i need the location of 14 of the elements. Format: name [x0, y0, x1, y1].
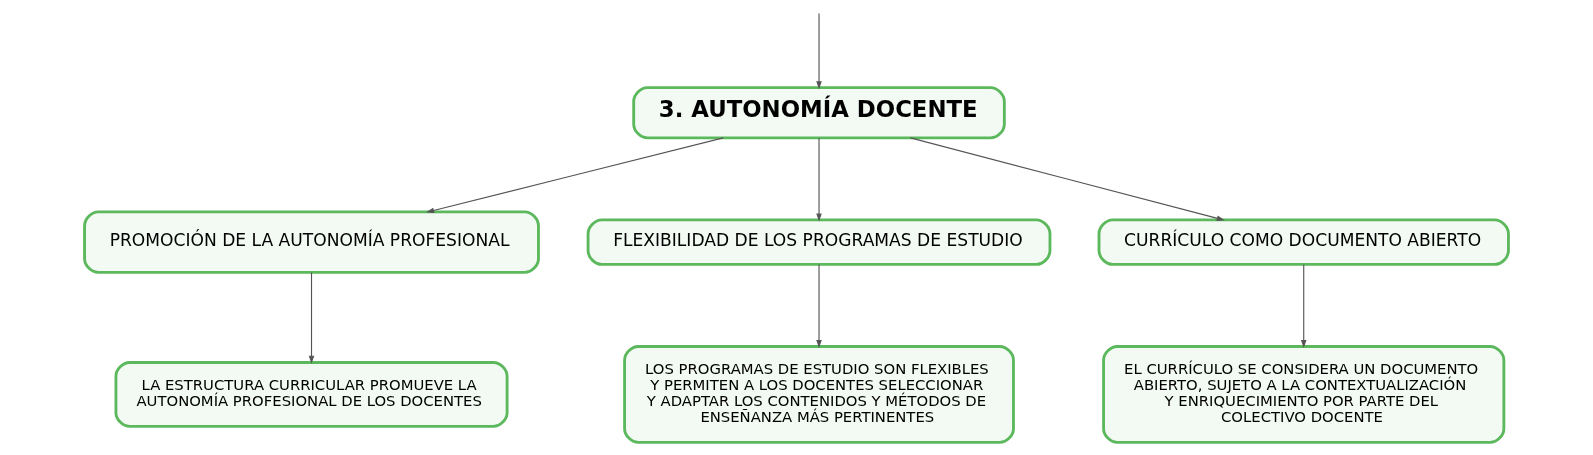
node-box: CURRÍCULO COMO DOCUMENTO ABIERTO [1097, 218, 1510, 266]
node-box: PROMOCIÓN DE LA AUTONOMÍA PROFESIONAL [83, 210, 540, 274]
arrow [816, 263, 822, 348]
arrow [816, 137, 822, 222]
arrow [1300, 263, 1307, 348]
arrow [426, 137, 724, 214]
node-box: 3. AUTONOMÍA DOCENTE [632, 86, 1006, 140]
node-box: EL CURRÍCULO SE CONSIDERA UN DOCUMENTO ABIERTO, SUJETO A LA CONTEXTUALIZACIÓN Y ENRIQUECIMIENTO POR PARTE DEL COLECTIVO DOCENTE [1102, 345, 1506, 444]
node-box: FLEXIBILIDAD DE LOS PROGRAMAS DE ESTUDIO [586, 218, 1052, 266]
arrow [308, 272, 315, 364]
arrow [909, 137, 1225, 221]
node-box: LA ESTRUCTURA CURRICULAR PROMUEVE LA AUTONOMÍA PROFESIONAL DE LOS DOCENTES [114, 361, 509, 428]
node-box: LOS PROGRAMAS DE ESTUDIO SON FLEXIBLES Y PERMITEN A LOS DOCENTES SELECCIONAR Y ADAPTAR LOS CONTENIDOS Y MÉTODOS DE ENSEÑANZA MÁS PERTINENTES [623, 345, 1015, 444]
arrow [816, 13, 822, 90]
